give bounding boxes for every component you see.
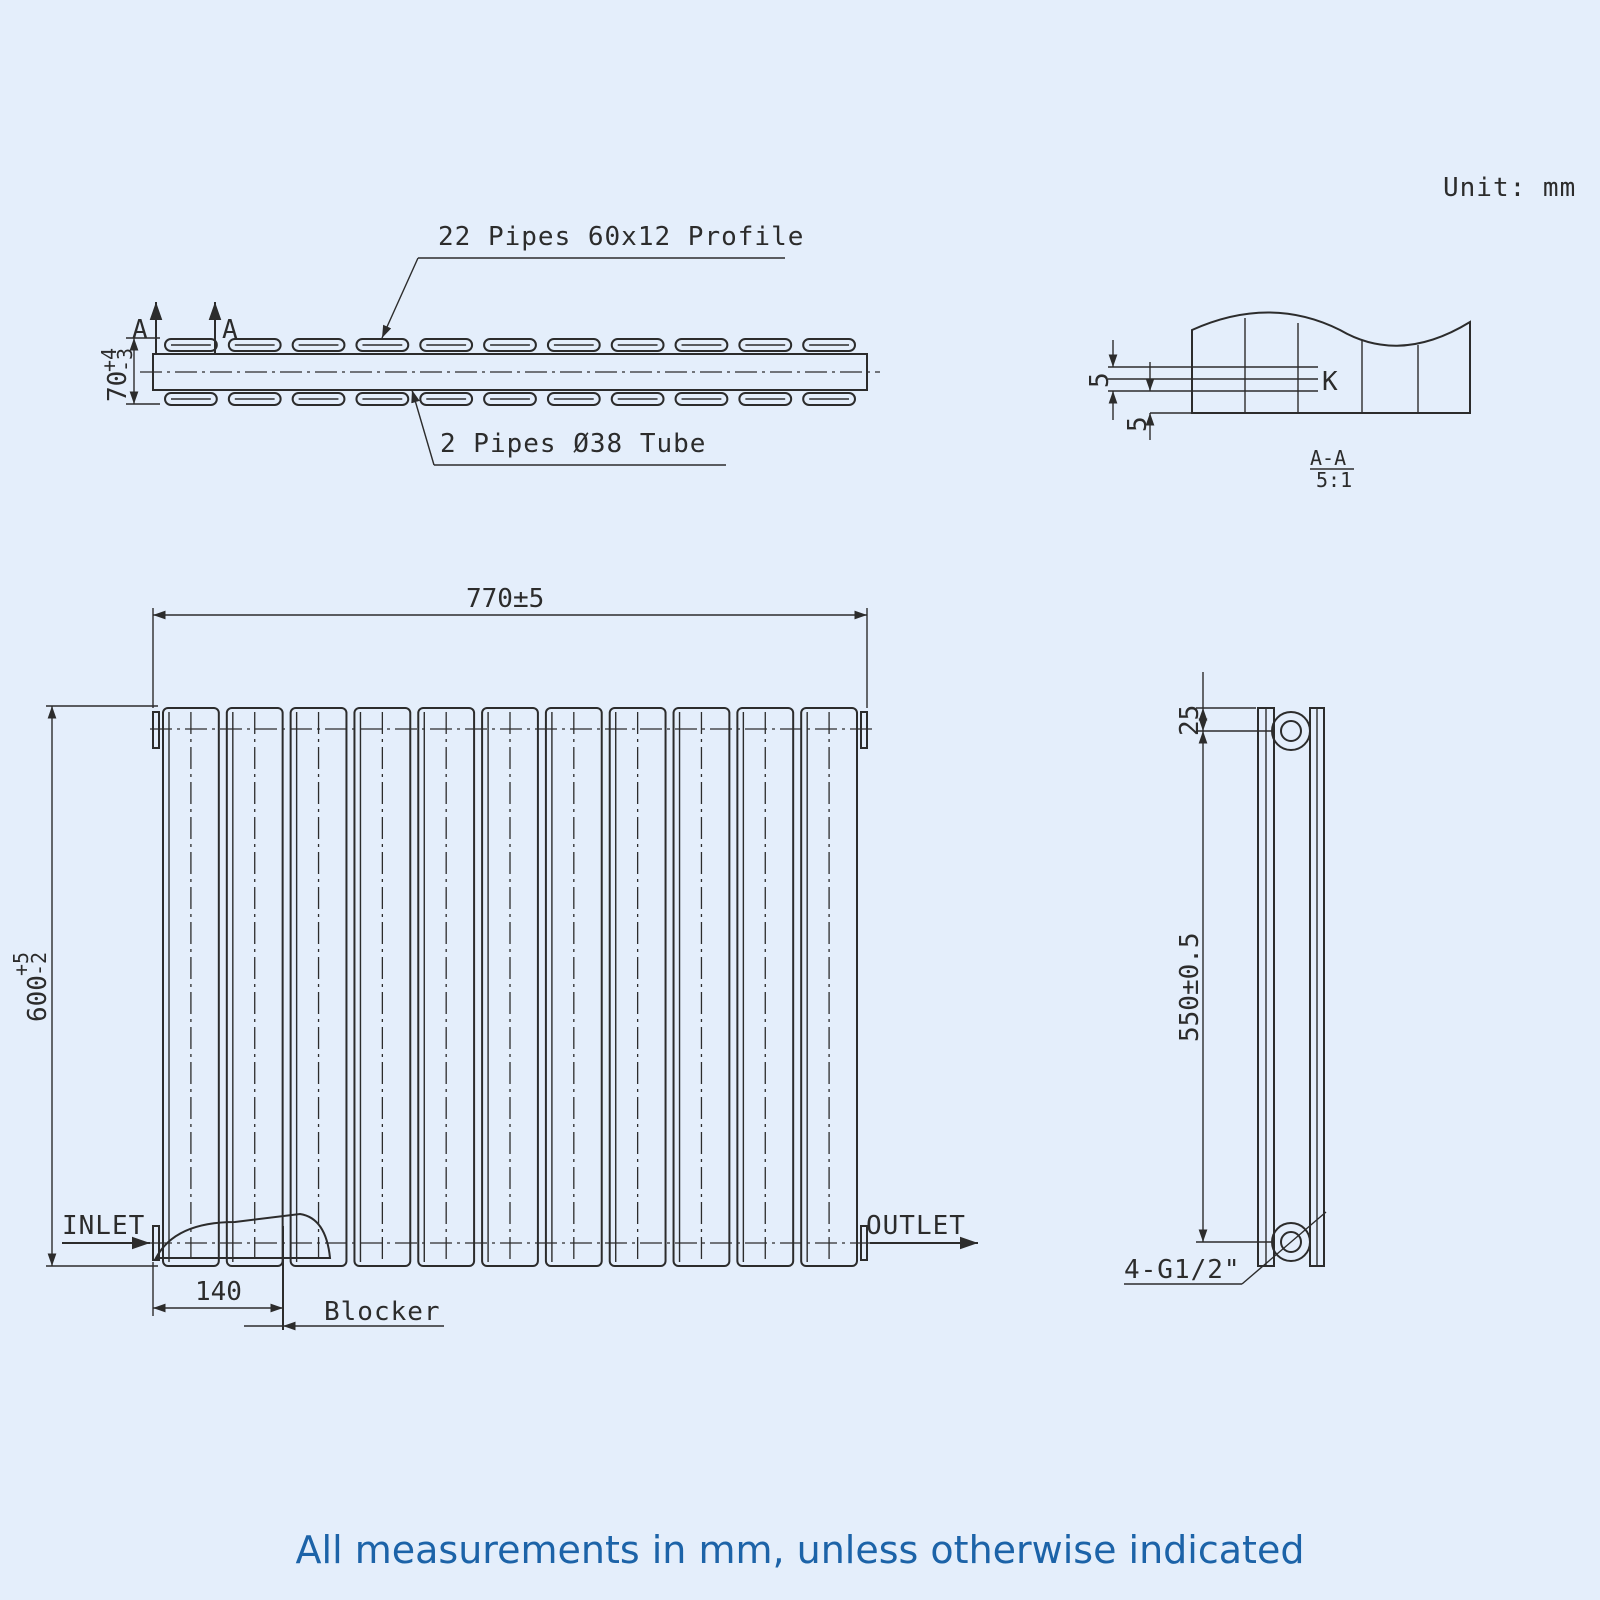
height-dimension-value: 600 [23,975,53,1022]
top-profile-lower [355,392,410,406]
front-column-body [417,707,476,1267]
tube-leader-line [411,389,435,466]
top-profile-pair [355,338,410,406]
profile-leader-line [381,257,419,339]
section-gap-1-value: 5 [1085,372,1115,388]
top-profile-pair [738,338,793,406]
top-profile-pair [164,338,218,406]
side-upper-connection-outer [1271,711,1311,751]
front-view: 770±5 600 +5 -2 INLET OUTLET 140 Blocker [9,584,978,1331]
top-profile-lower [738,392,793,406]
tube-pipes-label: 2 Pipes Ø38 Tube [440,429,706,459]
connections-label: 4-G1/2" [1124,1255,1241,1285]
top-profile-lower [802,392,857,406]
top-profile-lower [610,392,665,406]
detail-marker-k: K [1322,367,1339,397]
width-dimension-value: 770±5 [466,584,544,614]
top-profile-lower [546,392,601,406]
front-column [417,707,476,1267]
top-profile-upper [674,338,729,352]
top-profile-upper [483,338,537,352]
connections-leader-line [1241,1211,1327,1285]
top-profile-upper [738,338,793,352]
blocker-label: Blocker [324,1297,441,1327]
pipe-centres-value: 550±0.5 [1175,932,1205,1042]
section-title: A-A [1310,446,1346,470]
height-tol-minus: -2 [27,952,51,976]
front-column [481,707,539,1267]
unit-label: Unit: mm [1443,173,1576,203]
side-upper-connection-inner [1280,720,1302,742]
side-view: 25 550±0.5 4-G1/2" [1124,672,1327,1285]
front-view-columns [162,707,859,1267]
section-outline [1191,311,1471,414]
height-tol-plus: +5 [9,952,33,976]
front-column-body [481,707,539,1267]
top-view-profiles [164,338,857,406]
profile-pipes-label: 22 Pipes 60x12 Profile [438,222,804,252]
top-offset-value: 25 [1175,705,1205,736]
front-column-body [800,707,859,1267]
top-profile-upper [291,338,346,352]
top-profile-upper [419,338,474,352]
section-marker-right: A [222,315,239,345]
front-column-body [608,707,667,1267]
depth-dimension-value: 70 [103,371,133,402]
top-profile-pair [546,338,601,406]
top-profile-lower [291,392,346,406]
front-column [608,707,667,1267]
side-lower-connection-inner [1280,1231,1302,1253]
top-profile-lower [227,392,282,406]
section-detail: 5 5 K A-A 5:1 [1085,311,1471,492]
top-profile-lower [164,392,218,406]
front-column-body [289,707,348,1267]
front-cap-top-right [860,711,868,749]
front-column-body [162,707,220,1267]
inlet-label: INLET [62,1211,145,1241]
top-profile-upper [802,338,857,352]
top-profile-upper [164,338,218,352]
top-profile-lower [419,392,474,406]
top-profile-pair [802,338,857,406]
front-column-body [672,707,731,1267]
blocker-offset-value: 140 [195,1277,242,1307]
top-profile-upper [610,338,665,352]
depth-tol-minus: -3 [113,348,137,372]
top-profile-lower [483,392,537,406]
top-profile-upper [355,338,410,352]
top-profile-pair [291,338,346,406]
top-view: A A 70 +4 -3 22 Pipes 60x12 Profile 2 Pi… [97,222,880,466]
top-profile-pair [227,338,282,406]
front-column [736,707,795,1267]
front-cap-top-left [152,711,160,749]
front-column [162,707,220,1267]
front-column [544,707,603,1267]
top-profile-lower [674,392,729,406]
top-profile-upper [227,338,282,352]
top-profile-pair [674,338,729,406]
front-column-body [736,707,795,1267]
front-column-body [544,707,603,1267]
top-profile-upper [546,338,601,352]
blocker-cutaway [154,1212,332,1259]
section-scale: 5:1 [1316,468,1352,492]
depth-tol-plus: +4 [97,348,121,372]
top-profile-pair [419,338,474,406]
front-column [289,707,348,1267]
front-column [800,707,859,1267]
top-profile-pair [610,338,665,406]
section-gap-2-value: 5 [1123,416,1153,432]
footer-note: All measurements in mm, unless otherwise… [295,1528,1305,1572]
top-profile-pair [483,338,537,406]
front-column [672,707,731,1267]
front-column [353,707,412,1267]
front-column [225,707,284,1267]
front-column-body [353,707,412,1267]
front-column-body [225,707,284,1267]
outlet-label: OUTLET [866,1211,966,1241]
